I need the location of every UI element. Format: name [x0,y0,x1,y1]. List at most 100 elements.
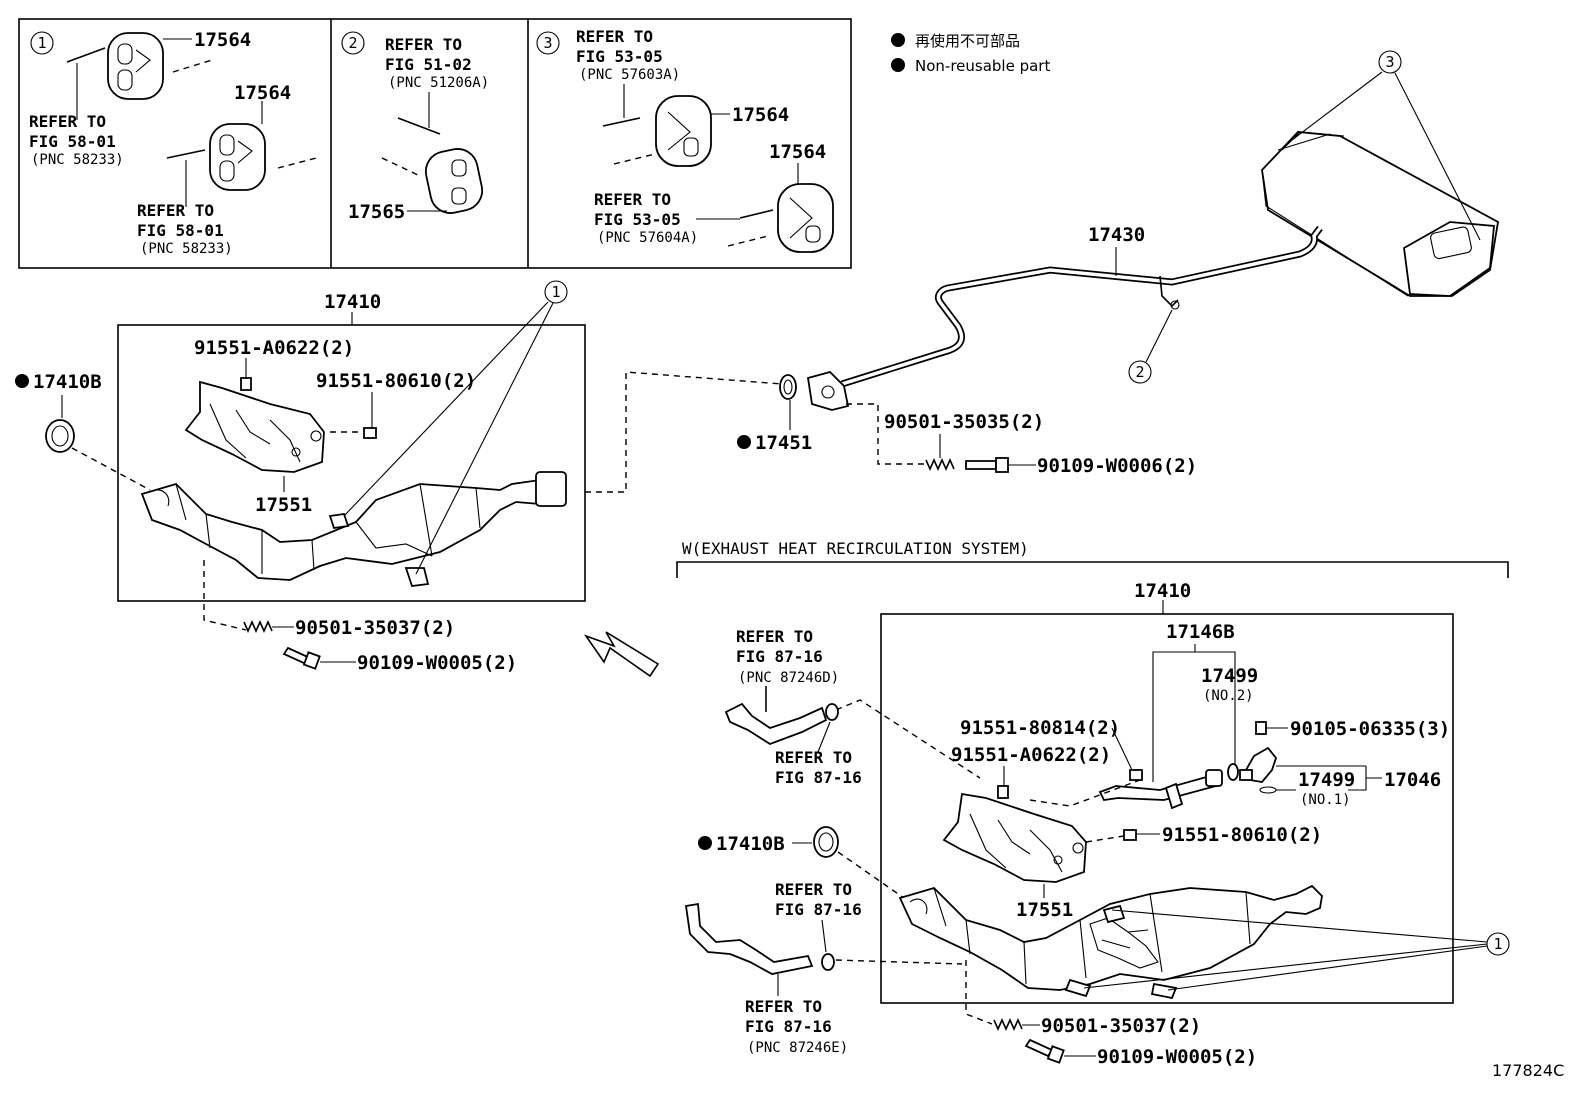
leader-line [1111,909,1488,943]
part-number-91551-80610: 91551-80610(2) [316,370,476,392]
catalytic-converter [140,471,567,587]
part-number-17499-no2: 17499 [1201,665,1258,687]
ref-line-1: REFER TO [736,627,813,646]
gasket-17410B [45,419,75,453]
spring-icon [925,458,955,471]
part-number-17551: 17551 [255,494,312,516]
pipe-stub [172,59,213,73]
callout-circle [1378,50,1402,74]
part-number-17564-b: 17564 [234,82,291,104]
callout-number: 3 [1385,53,1394,71]
oring-17499-no2 [1227,763,1239,781]
ref-line-2: FIG 87-16 [736,647,823,666]
ref-line-1: REFER TO [594,190,671,209]
oring-17499-no1 [1259,786,1277,794]
tailpipe-assembly: 17430 2 3 17451 90501-35035(2) 90109-W00… [585,50,1499,493]
bolt-icon [240,377,252,391]
callout-circle [30,31,54,55]
connection-dash [846,403,924,465]
pipe-flange [806,370,850,411]
part-number-17564-a: 17564 [194,29,251,51]
connection-dash [71,447,151,491]
bolt-icon [1129,769,1143,781]
part-number-17499-no1: 17499 [1298,769,1355,791]
gasket-17410B-ehr [813,826,839,858]
hanger-17564-b [209,123,266,191]
muffler [1261,131,1499,297]
hanger-17564-d [777,183,834,253]
pipe-stub [66,47,106,63]
legend-en: Non-reusable part [915,57,1050,75]
front-arrow-icon [583,631,660,678]
leader-line [1111,727,1133,771]
ref-pnc: (PNC 58233) [31,152,124,168]
part-number-17564-c: 17564 [732,104,789,126]
pipe-stub [739,209,774,219]
connection-dash [203,560,247,631]
ehr-assembly-frame [880,613,1454,1004]
leader-bracket [1152,651,1236,782]
connection-dash [1029,779,1141,807]
inset-panel-1: 1 17564 REFER TO FIG 58-01 (PNC 58233) [29,29,321,257]
ref-line-1: REFER TO [775,880,852,899]
callout-number: 1 [1493,935,1502,953]
ref-line-2: FIG 87-16 [775,900,862,919]
part-number-90109-W0006: 90109-W0006(2) [1037,455,1197,477]
ref-line-2: FIG 87-16 [745,1017,832,1036]
ref-pnc: (PNC 87246E) [747,1040,848,1056]
non-reusable-dot-icon [737,435,751,449]
ref-pnc: (PNC 57604A) [597,230,698,246]
connection-dash [1085,835,1125,843]
callout-circle [1128,360,1152,384]
ref-line-2: FIG 58-01 [137,221,224,240]
part-number-17410: 17410 [324,291,381,313]
bolt-icon [997,785,1009,799]
hose-b [684,902,814,975]
bolt-icon [363,427,377,439]
non-reusable-dot-icon [698,836,712,850]
ref-line-1: REFER TO [385,35,462,54]
part-number-17499-no1-qualifier: (NO.1) [1300,792,1351,808]
callout-circle [544,280,568,304]
ref-line-1: REFER TO [745,997,822,1016]
inset-frame [18,18,852,269]
legend: 再使用不可部品 Non-reusable part [891,32,1050,75]
catalytic-converter-ehr [898,884,1323,1000]
part-number-17564-d: 17564 [769,141,826,163]
connection-dash [965,960,993,1025]
inset-panel-3: 3 REFER TO FIG 53-05 (PNC 57603A) 17564 … [536,27,834,253]
heat-insulator-17551 [184,380,325,473]
part-number-90501-35037-ehr: 90501-35037(2) [1041,1015,1201,1037]
hose-clamp [821,953,835,971]
part-number-91551-A0622-ehr: 91551-A0622(2) [951,744,1111,766]
spring-icon [243,620,273,633]
part-number-17430: 17430 [1088,224,1145,246]
ref-line-1: REFER TO [29,112,106,131]
ref-pnc: (PNC 58233) [140,241,233,257]
hanger-17565 [424,148,484,214]
ref-line-1: REFER TO [137,201,214,220]
callout-number: 1 [37,34,46,52]
part-number-17565: 17565 [348,201,405,223]
leader-line [817,721,831,753]
inset-panel-2: 2 REFER TO FIG 51-02 (PNC 51206A) 17565 [341,31,489,223]
heat-insulator-17551-ehr [942,792,1087,883]
ehr-title: W(EXHAUST HEAT RECIRCULATION SYSTEM) [682,539,1029,558]
ref-pnc: (PNC 51206A) [388,75,489,91]
callout-number: 2 [348,34,357,52]
bolt-icon [965,460,997,470]
hanger-bracket [1159,275,1179,308]
ref-line-2: FIG 51-02 [385,55,472,74]
pipe-stub [602,117,641,127]
ref-line-2: FIG 87-16 [775,768,862,787]
ref-pnc: (PNC 57603A) [579,67,680,83]
connection-dash [835,959,963,965]
pipe-stub [166,149,206,159]
part-number-91551-A0622: 91551-A0622(2) [194,337,354,359]
leader-line [1167,945,1488,991]
leader-line [1291,71,1383,141]
callout-number: 3 [543,34,552,52]
ref-pnc: (PNC 87246D) [738,670,839,686]
